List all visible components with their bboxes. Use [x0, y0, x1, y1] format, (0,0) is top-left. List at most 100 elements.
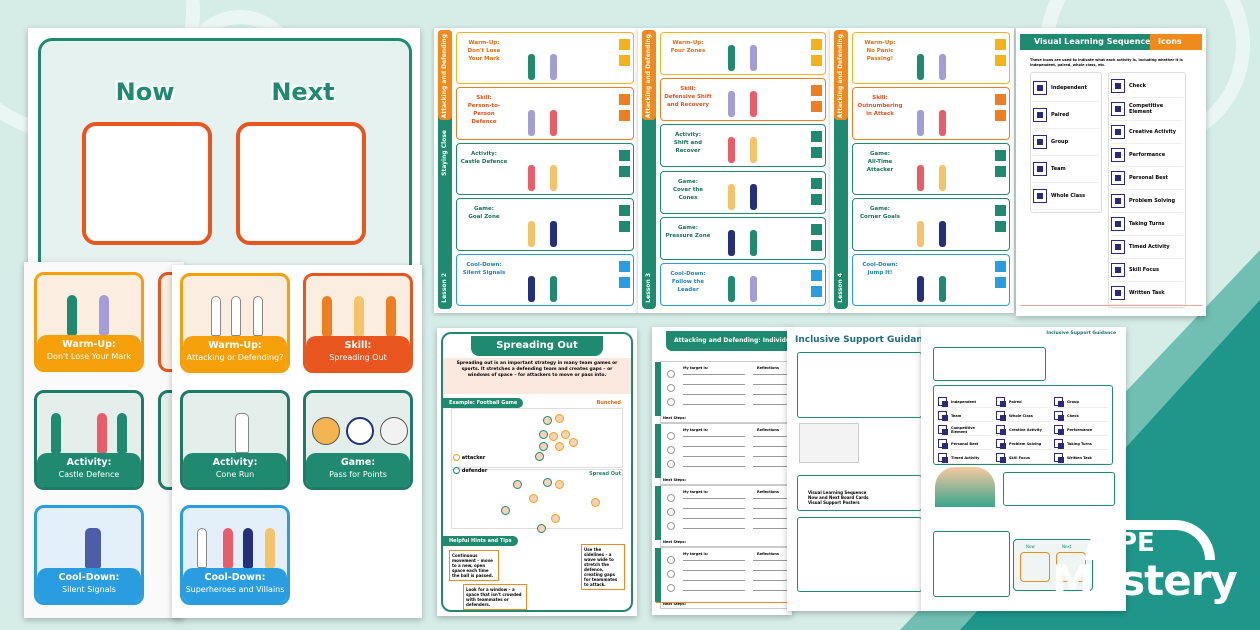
skill-focus-icon: [1111, 263, 1125, 277]
player-figure: [728, 229, 736, 256]
writing-line[interactable]: [683, 436, 745, 437]
writing-line[interactable]: [683, 560, 745, 561]
card-type: Skill:: [344, 340, 372, 351]
emoji-face-icon[interactable]: [667, 494, 675, 502]
writing-line[interactable]: [683, 404, 745, 405]
mini-now-slot: [1020, 552, 1050, 582]
guidance-header: Inclusive Support Guidance: [1046, 331, 1116, 336]
icons-intro: These icons are used to indicate what ea…: [1030, 58, 1183, 67]
defender-marker: [539, 430, 548, 439]
defender-legend-item: defender: [453, 467, 487, 474]
icon-legend-label: Personal Best: [951, 441, 979, 446]
lesson-activity-row: Game:Corner Goals: [852, 198, 1010, 251]
writing-line[interactable]: [683, 466, 745, 467]
group-icon: [1033, 135, 1047, 149]
emoji-face-icon[interactable]: [667, 522, 675, 530]
emoji-face-icon[interactable]: [667, 460, 675, 468]
player-figure: [728, 137, 736, 164]
writing-line[interactable]: [753, 374, 789, 375]
writing-line[interactable]: [753, 384, 789, 385]
writing-line[interactable]: [753, 580, 789, 581]
check-icon: [1054, 411, 1064, 421]
activity-title: No Panic Passing!: [866, 48, 894, 62]
personal-best-icon: [938, 439, 948, 449]
writing-line[interactable]: [683, 508, 745, 509]
defender-marker: [543, 416, 552, 425]
lesson-title: Staying Close: [441, 130, 448, 176]
lesson-activity-row: Activity:Castle Defence: [456, 142, 634, 196]
lesson-tab: [655, 486, 661, 540]
writing-line[interactable]: [683, 570, 745, 571]
emoji-face-icon[interactable]: [667, 570, 675, 578]
worksheet-title: Attacking and Defending: Individual: [666, 331, 792, 351]
emoji-face-icon[interactable]: [667, 508, 675, 516]
writing-line[interactable]: [753, 498, 789, 499]
player-figure: [550, 275, 558, 302]
player-figure: [550, 220, 558, 247]
writing-line[interactable]: [753, 456, 789, 457]
writing-line[interactable]: [753, 560, 789, 561]
card-type: Game:: [340, 457, 376, 468]
icon-legend-label: Competitive Element: [1129, 103, 1164, 115]
activity-icon: [811, 147, 822, 159]
icon-legend-label: Performance: [1067, 427, 1093, 432]
tip: Use the sidelines – a wave wide to stret…: [581, 544, 625, 590]
writing-line[interactable]: [753, 528, 789, 529]
activity-title: Corner Goals: [860, 214, 900, 221]
player-figure: [939, 165, 947, 192]
icon-legend-label: Whole Class: [1051, 193, 1086, 199]
emoji-face-icon[interactable]: [667, 384, 675, 392]
writing-line[interactable]: [753, 466, 789, 467]
player-figure: [197, 528, 207, 568]
next-slot[interactable]: [236, 122, 366, 245]
target-label: My target is:: [683, 490, 709, 494]
emoji-face-icon[interactable]: [667, 370, 675, 378]
activity-title: Follow the Leader: [671, 278, 705, 293]
activity-icon: [619, 110, 630, 122]
writing-line[interactable]: [683, 384, 745, 385]
emoji-face-icon[interactable]: [667, 584, 675, 592]
writing-line[interactable]: [753, 518, 789, 519]
now-slot[interactable]: [82, 122, 212, 245]
writing-line[interactable]: [683, 518, 745, 519]
whole-class-icon: [996, 411, 1006, 421]
writing-line[interactable]: [753, 590, 789, 591]
writing-line[interactable]: [683, 456, 745, 457]
emoji-face-icon[interactable]: [667, 556, 675, 564]
writing-line[interactable]: [683, 580, 745, 581]
emoji-face-icon[interactable]: [667, 432, 675, 440]
writing-line[interactable]: [753, 436, 789, 437]
player-figure: [235, 413, 249, 453]
activity-icon: [619, 276, 630, 288]
player-figure: [939, 109, 947, 136]
activity-type: Game:: [870, 150, 890, 157]
player-figure: [917, 275, 925, 302]
card-title: Silent Signals: [62, 585, 116, 594]
example-heading: Example: Football Game: [443, 398, 524, 408]
card-type: Activity:: [212, 457, 258, 468]
writing-line[interactable]: [683, 590, 745, 591]
writing-line[interactable]: [753, 508, 789, 509]
activity-title: Defensive Shift and Recovery: [664, 94, 712, 109]
independent-icon: [1033, 81, 1047, 95]
writing-line[interactable]: [683, 394, 745, 395]
icon-legend-label: Whole Class: [1009, 413, 1033, 418]
writing-line[interactable]: [753, 446, 789, 447]
writing-line[interactable]: [753, 394, 789, 395]
icon-legend-item: Timed Activity: [1111, 236, 1183, 259]
writing-line[interactable]: [753, 404, 789, 405]
emoji-face-icon[interactable]: [667, 398, 675, 406]
writing-line[interactable]: [683, 498, 745, 499]
lesson-activity-row: Game:All-Time Attacker: [852, 142, 1010, 196]
writing-line[interactable]: [753, 570, 789, 571]
icon-legend-label: Independent: [1051, 85, 1087, 91]
writing-line[interactable]: [683, 446, 745, 447]
bullet-item: Visual Support Posters: [808, 500, 860, 505]
activity-title: Outnumbering in Attack: [857, 103, 903, 118]
icon-legend-item: Timed Activity: [938, 452, 992, 464]
writing-line[interactable]: [683, 374, 745, 375]
card-type: Cool-Down:: [204, 572, 266, 583]
card-type: Activity:: [66, 457, 112, 468]
writing-line[interactable]: [683, 528, 745, 529]
emoji-face-icon[interactable]: [667, 446, 675, 454]
